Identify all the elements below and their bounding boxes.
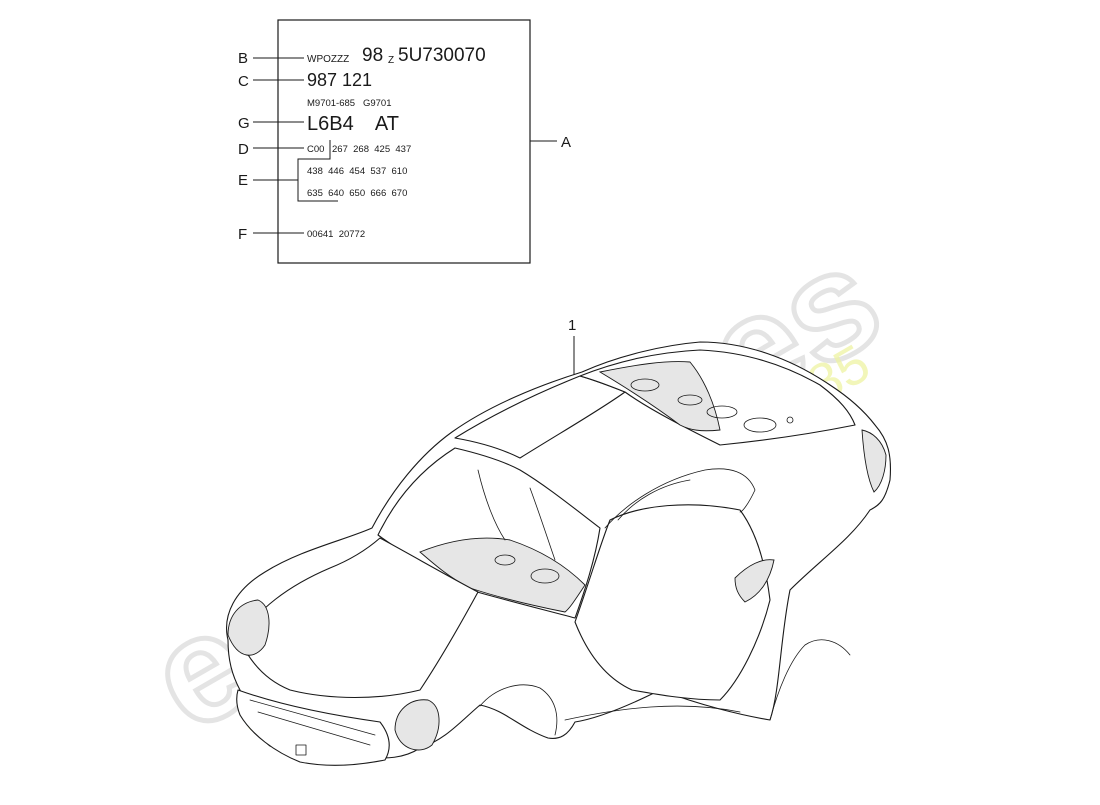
callout-G: G: [238, 115, 250, 132]
car-body-shell: 1: [226, 317, 892, 766]
headlight-right: [394, 699, 440, 751]
callout-E: E: [238, 172, 248, 189]
label-options-line-2: 438 446 454 537 610: [307, 166, 407, 177]
label-model-code: 987 121: [307, 70, 372, 90]
label-options-line-3: 635 640 650 666 670: [307, 188, 407, 199]
door-panel: [574, 504, 771, 701]
vehicle-label-plate: A B WPOZZZ 98 Z 5U730070 C 987 121 M9701…: [238, 19, 571, 264]
side-air-intake: [734, 559, 775, 603]
callout-D: D: [238, 141, 249, 158]
label-option-c00: C00: [307, 144, 324, 155]
headlight-left: [227, 599, 270, 656]
rear-compartment: [598, 361, 721, 432]
label-prefix: WPOZZZ: [307, 54, 349, 65]
label-vin-sub: Z: [388, 55, 394, 66]
callout-1: 1: [568, 317, 576, 334]
label-options-line-1: 267 268 425 437: [332, 144, 411, 155]
label-vin-part-a: 98: [362, 45, 383, 66]
front-wheel-arch: [479, 684, 558, 736]
label-vin-part-b: 5U730070: [398, 45, 486, 66]
callout-A: A: [561, 134, 571, 151]
callout-B: B: [238, 50, 248, 67]
rear-wheel-arch: [769, 639, 851, 721]
label-engine-gearbox: M9701-685 G9701: [307, 98, 392, 109]
label-bottom-code: 00641 20772: [307, 229, 365, 240]
front-hood: [239, 537, 479, 699]
callout-C: C: [238, 73, 249, 90]
rear-lamp-housing: [861, 429, 887, 493]
callout-F: F: [238, 226, 247, 243]
label-paint-trim: L6B4 AT: [307, 113, 399, 135]
front-bumper-structure: [236, 689, 390, 766]
label-plate-frame: [277, 19, 531, 264]
